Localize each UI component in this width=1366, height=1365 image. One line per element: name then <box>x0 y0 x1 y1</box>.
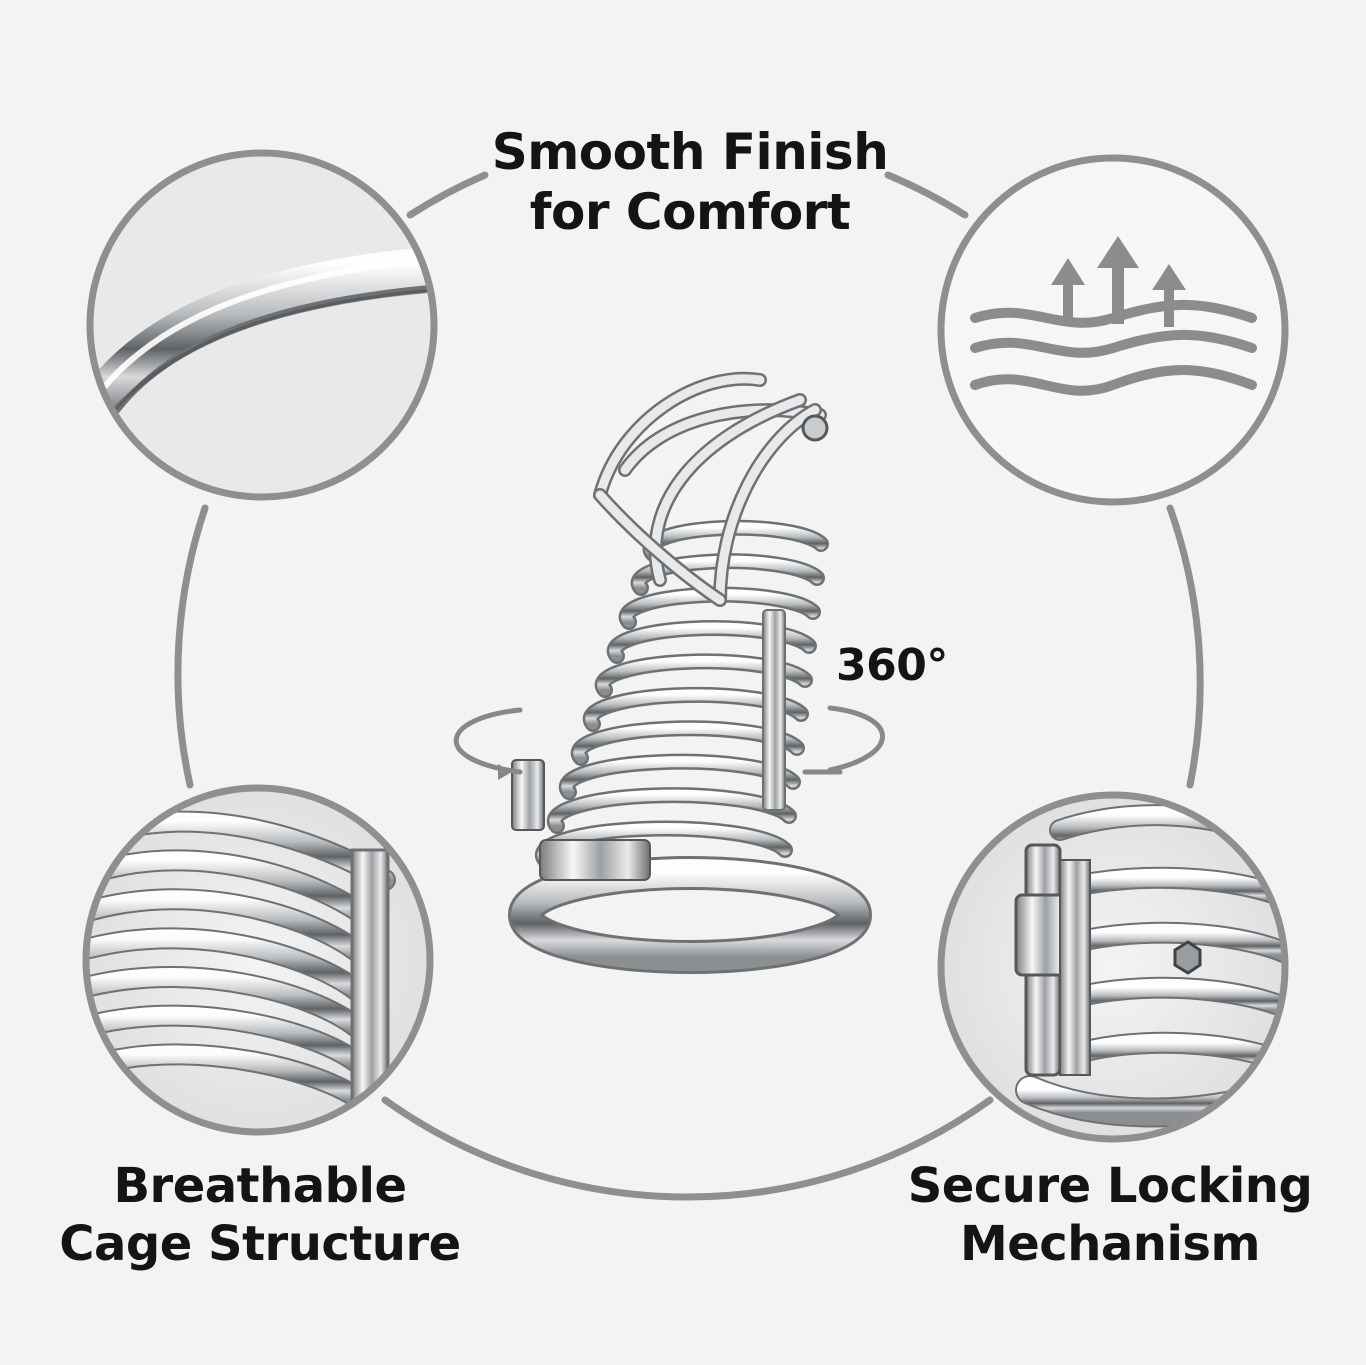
smooth-finish-label: Smooth Finish for Comfort <box>440 122 940 242</box>
connecting-ring <box>174 171 1204 1201</box>
smooth-finish-line1: Smooth Finish <box>491 123 889 181</box>
secure-lock-line2: Mechanism <box>959 1215 1261 1272</box>
smooth-finish-line2: for Comfort <box>529 183 851 241</box>
secure-lock-line1: Secure Locking <box>907 1158 1313 1214</box>
rotation-label: 360° <box>836 640 948 691</box>
cage-ring <box>621 589 819 628</box>
rotation-arrow-icon <box>453 705 885 780</box>
smooth-finish-closeup <box>86 149 438 501</box>
cage-product-image <box>508 371 872 974</box>
breathable-line2: Cage Structure <box>59 1215 461 1272</box>
breathable-label: Breathable Cage Structure <box>20 1158 500 1273</box>
airflow-closeup <box>937 154 1289 506</box>
cage-ring <box>609 622 815 662</box>
breathable-cage-closeup <box>82 784 434 1136</box>
airflow-arrows-icon <box>1051 236 1186 327</box>
secure-lock-closeup <box>937 791 1289 1143</box>
breathable-line1: Breathable <box>113 1158 407 1214</box>
cage-ring <box>633 555 823 594</box>
secure-lock-label: Secure Locking Mechanism <box>870 1158 1350 1273</box>
